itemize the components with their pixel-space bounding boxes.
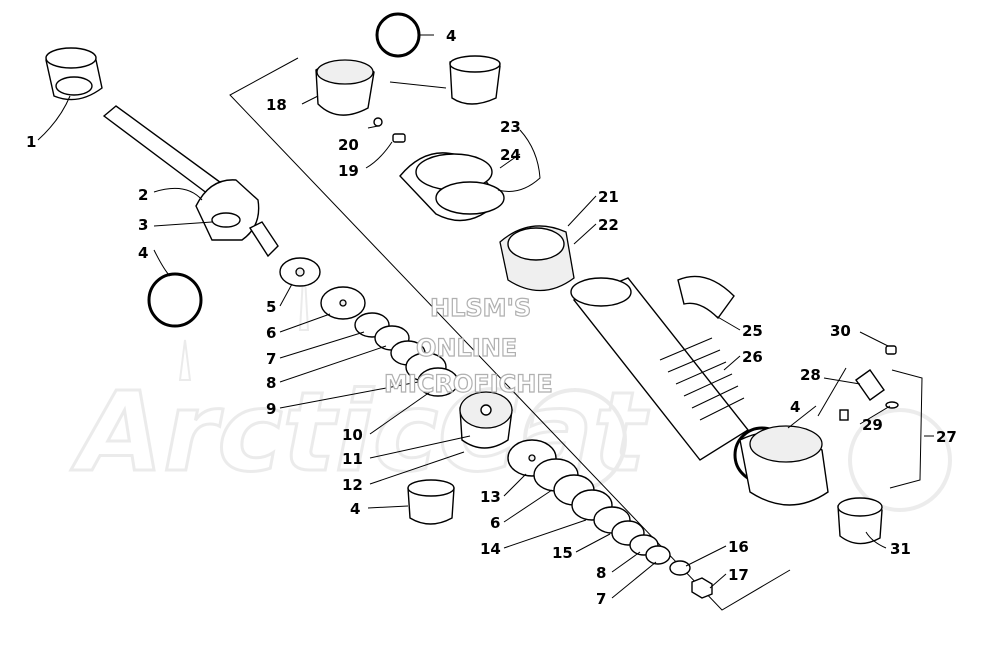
- callout-22: 22: [598, 216, 619, 234]
- callout-2: 2: [138, 186, 148, 204]
- part-11-piston: [459, 391, 513, 449]
- part-18-cap: [315, 59, 375, 116]
- callout-7-lower: 7: [596, 590, 606, 608]
- watermark-line-2: ONLINE: [416, 334, 517, 362]
- callout-7-upper: 7: [266, 350, 276, 368]
- callout-6-upper: 6: [266, 324, 276, 342]
- callout-17: 17: [728, 566, 749, 584]
- callout-4-top: 4: [446, 27, 456, 45]
- callout-28: 28: [800, 366, 821, 384]
- part-lower-eye: [739, 425, 829, 506]
- watermark-line-1: HLSM'S: [430, 294, 531, 322]
- part-26-body: [570, 277, 750, 461]
- callout-12: 12: [342, 476, 363, 494]
- callout-8-lower: 8: [596, 564, 606, 582]
- callout-25: 25: [742, 322, 763, 340]
- callout-11: 11: [342, 450, 363, 468]
- callout-3: 3: [138, 216, 148, 234]
- callout-9: 9: [266, 400, 276, 418]
- part-23-24-rings: [399, 152, 505, 222]
- callout-21: 21: [598, 188, 619, 206]
- shim-stack-lower: [507, 439, 671, 565]
- callout-30: 30: [830, 322, 851, 340]
- callout-4-lower: 4: [350, 500, 360, 518]
- part-20-oring: [373, 117, 383, 127]
- part-4-oring-top: [375, 12, 421, 58]
- callout-20: 20: [338, 136, 359, 154]
- part-3-fitting: [211, 212, 241, 228]
- part-2-shaft: [102, 105, 279, 258]
- leader-lines: [37, 34, 934, 599]
- callout-6-lower: 6: [490, 514, 500, 532]
- part-19-screw: [392, 133, 406, 143]
- callout-24: 24: [500, 146, 521, 164]
- callout-labels: 1 2 3 4 4 4 4 5 6 7 8 9 10 11 12 13 6 14…: [26, 27, 957, 608]
- part-16-washer: [669, 560, 691, 576]
- callout-13: 13: [480, 488, 501, 506]
- callout-19: 19: [338, 162, 359, 180]
- part-1-bushing: [45, 47, 103, 101]
- group-frame: [229, 57, 791, 611]
- callout-4-right: 4: [790, 398, 800, 416]
- callout-29: 29: [862, 416, 883, 434]
- callout-8-upper: 8: [266, 374, 276, 392]
- part-21-22-spring-nut: [499, 225, 575, 292]
- callout-23: 23: [500, 118, 521, 136]
- callout-31: 31: [890, 540, 911, 558]
- callout-16: 16: [728, 538, 749, 556]
- callout-15: 15: [552, 544, 573, 562]
- callout-4-left: 4: [138, 244, 148, 262]
- watermark-text: HLSM'S ONLINE MICROFICHE: [383, 293, 553, 398]
- callout-27: 27: [936, 428, 957, 446]
- watermark-line-3: MICROFICHE: [384, 370, 553, 398]
- callout-5: 5: [266, 298, 276, 316]
- callout-1: 1: [26, 133, 36, 151]
- callout-14: 14: [480, 540, 501, 558]
- part-4-oring-left: [147, 272, 203, 328]
- part-25-clip: [677, 275, 735, 320]
- part-27-valve-assembly: [817, 345, 923, 489]
- part-4-band-top: [449, 55, 501, 105]
- callout-26: 26: [742, 348, 763, 366]
- part-31-bushing: [837, 497, 883, 545]
- part-4-band-lower: [407, 479, 455, 525]
- callout-18: 18: [266, 96, 287, 114]
- part-17-nut: [691, 577, 713, 599]
- callout-10: 10: [342, 426, 363, 444]
